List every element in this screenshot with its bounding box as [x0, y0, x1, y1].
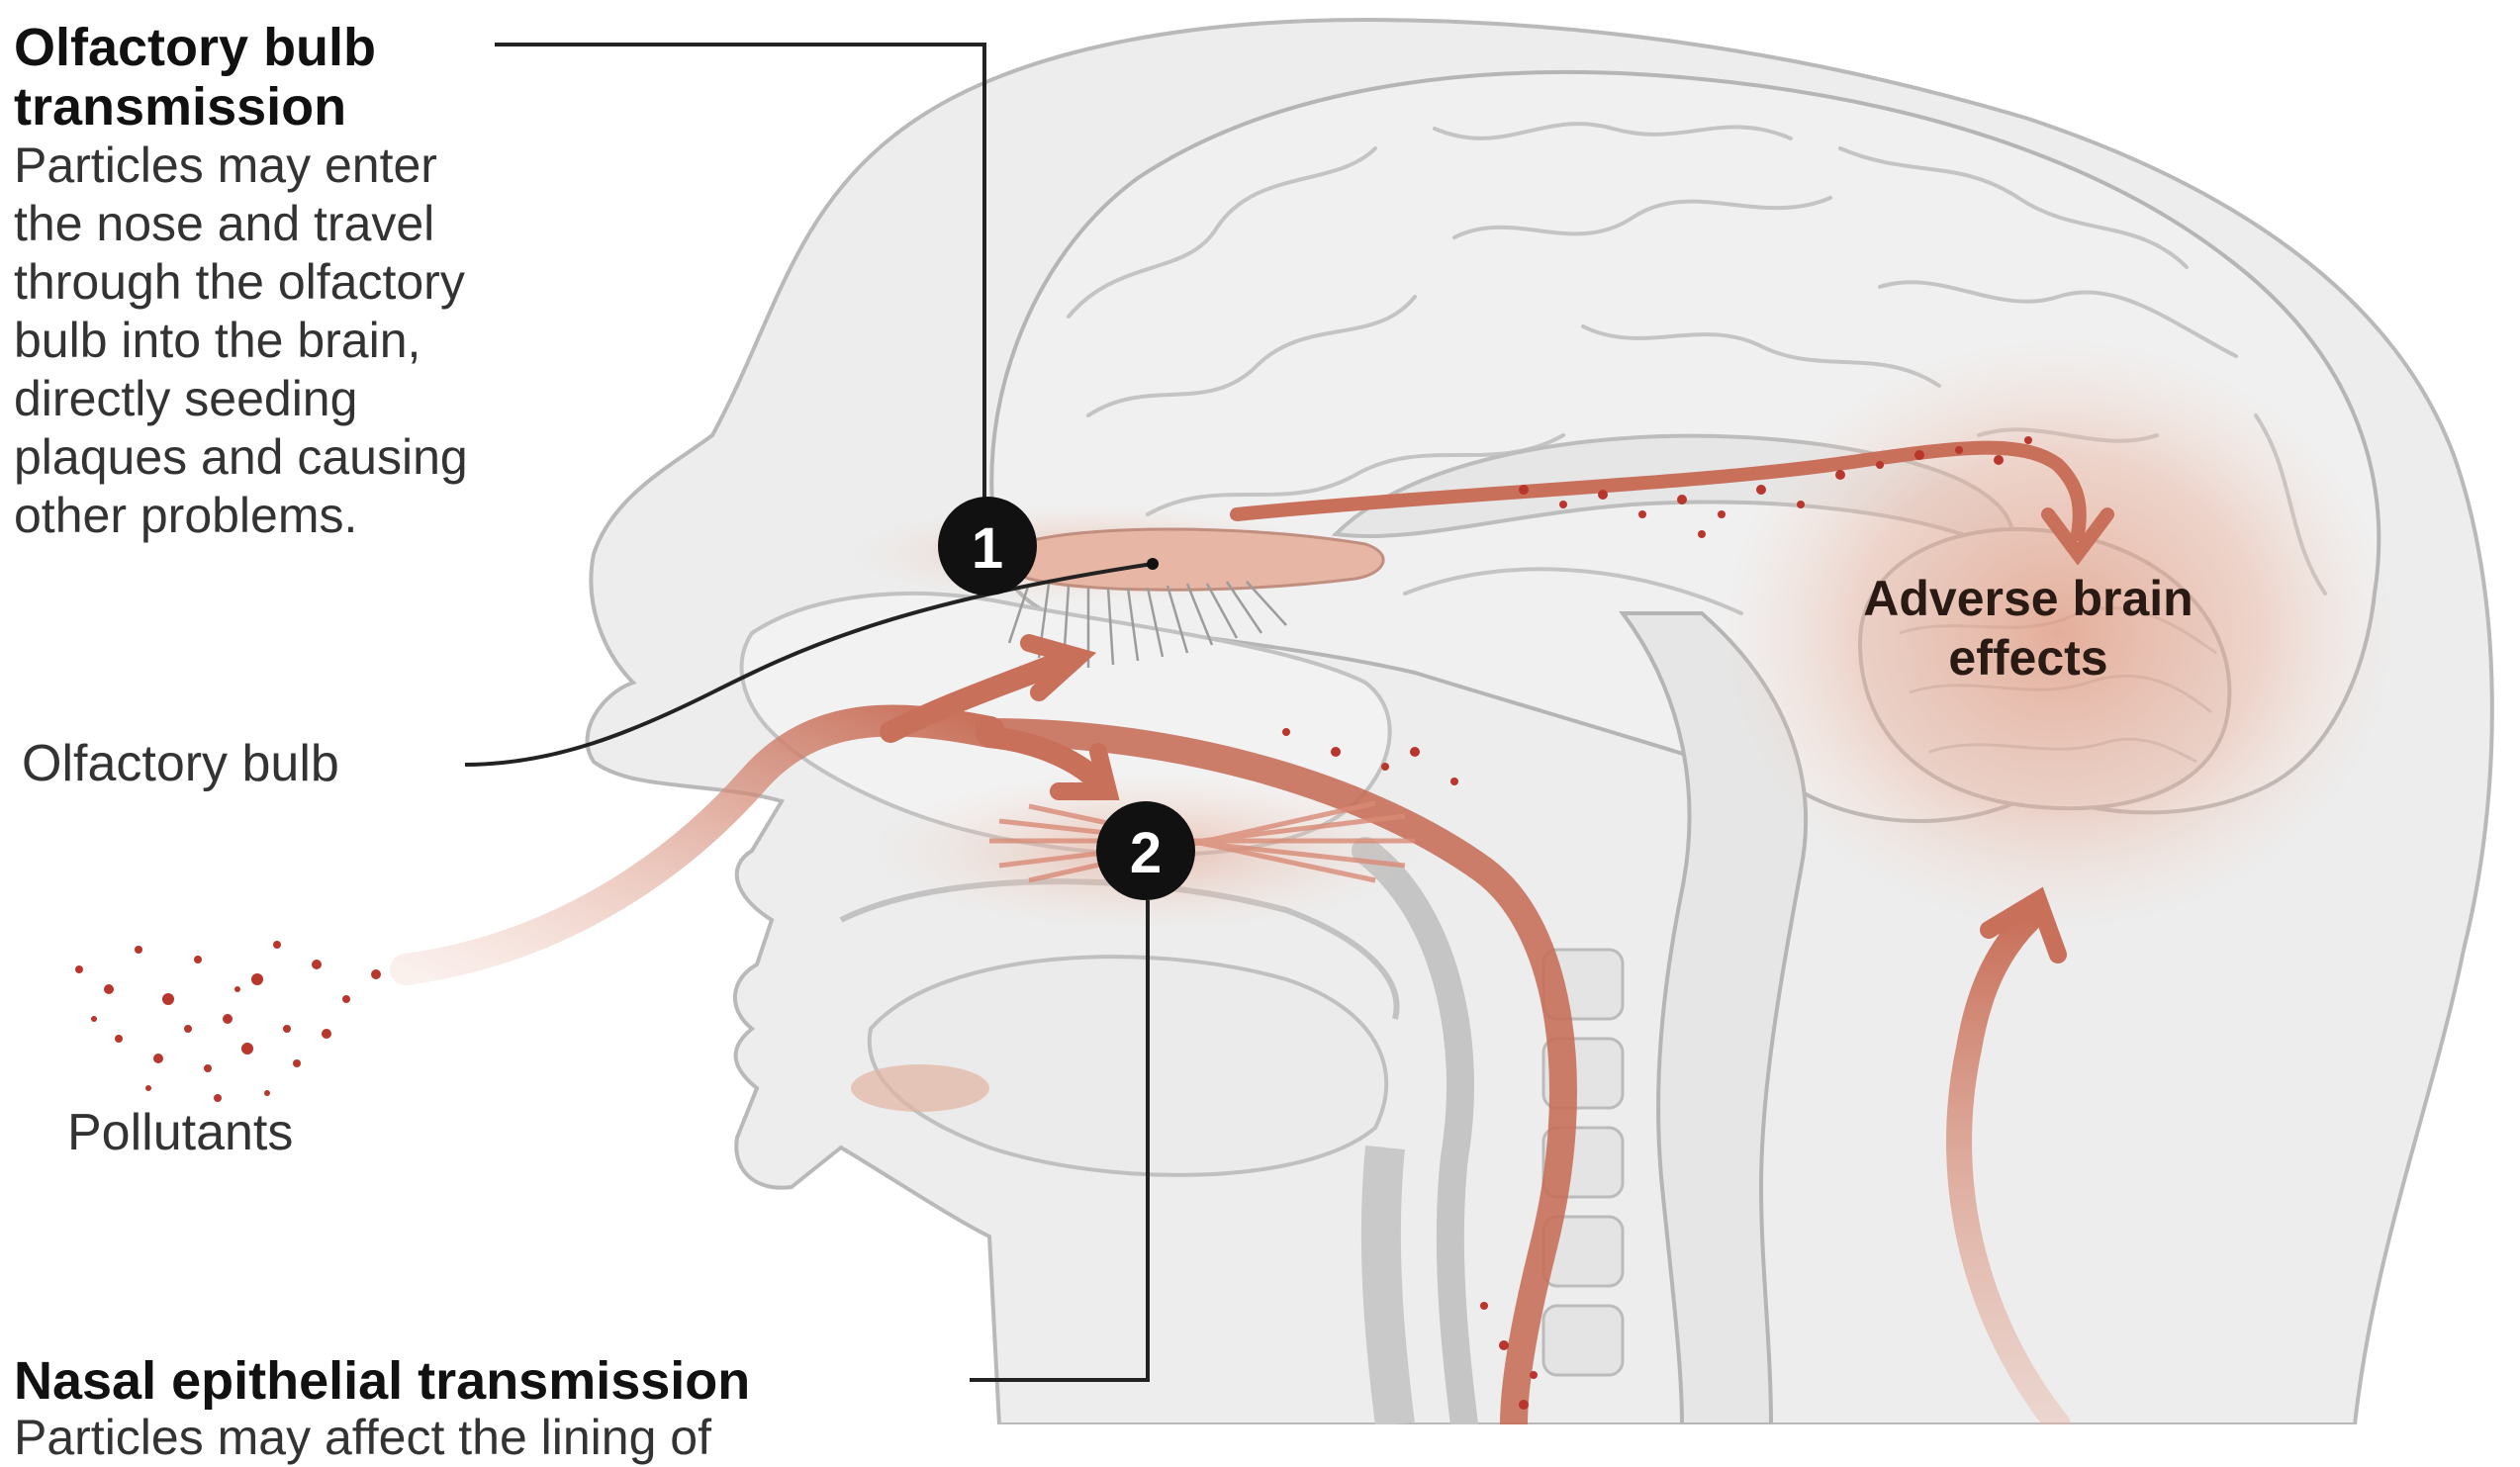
olfactory-desc-line: bulb into the brain, [14, 312, 468, 370]
marker-1: 1 [938, 497, 1037, 596]
olfactory-bulb-label: Olfactory bulb [22, 734, 339, 793]
marker-2: 2 [1096, 801, 1195, 900]
olfactory-transmission-title-line1: Olfactory bulb [14, 18, 376, 77]
olfactory-desc-line: plaques and causing [14, 428, 468, 487]
adverse-line2: effects [1820, 628, 2236, 688]
nasal-transmission-description: Particles may affect the lining of [14, 1409, 711, 1467]
marker-1-number: 1 [972, 516, 1003, 581]
olfactory-transmission-title-line2: transmission [14, 77, 376, 137]
trachea [1381, 1147, 1395, 1424]
pollutants-label: Pollutants [67, 1103, 293, 1162]
olfactory-transmission-description: Particles may enter the nose and travel … [14, 137, 468, 545]
olfactory-desc-line: through the olfactory [14, 253, 468, 312]
adverse-line1: Adverse brain [1820, 569, 2236, 628]
olfactory-desc-line: other problems. [14, 487, 468, 545]
olfactory-bulb-pointer-dot [1147, 558, 1159, 570]
olfactory-desc-line: Particles may enter [14, 137, 468, 195]
olfactory-transmission-title: Olfactory bulb transmission [14, 18, 376, 137]
pollutant-particles [75, 941, 381, 1102]
marker-2-number: 2 [1130, 821, 1162, 885]
adverse-brain-effects-label: Adverse brain effects [1820, 569, 2236, 688]
olfactory-desc-line: directly seeding [14, 370, 468, 428]
upper-lip [851, 1064, 989, 1112]
nasal-transmission-title: Nasal epithelial transmission [14, 1351, 750, 1411]
olfactory-desc-line: the nose and travel [14, 195, 468, 253]
